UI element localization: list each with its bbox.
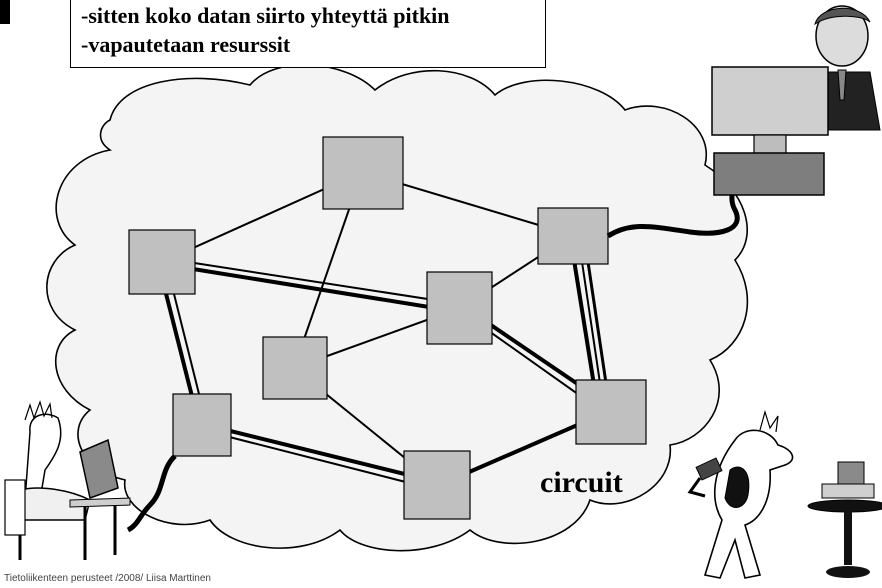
network-node [426, 271, 493, 345]
network-node [262, 336, 328, 400]
circuit-n1-n4-a [161, 257, 461, 305]
cartoon-bird-phone-icon [687, 409, 794, 579]
circuit-n1-n4-b [161, 262, 461, 314]
small-computer-icon [807, 461, 882, 578]
cable-left-computer [126, 454, 177, 533]
desktop-computer-icon [711, 5, 881, 196]
bullet-text-box: -sitten koko datan siirto yhteyttä pitki… [70, 0, 546, 68]
network-node [537, 207, 609, 265]
circuit-n6-n8-b [201, 429, 438, 491]
network-node [322, 136, 404, 210]
bullet-line: -sitten koko datan siirto yhteyttä pitki… [81, 3, 450, 28]
network-node [172, 393, 232, 457]
slide-footer: Tietoliikenteen perusteet /2008/ Liisa M… [4, 573, 211, 584]
circuit-n6-n8-a [201, 422, 438, 484]
network-node [575, 379, 647, 445]
bullet-line: -vapautetaan resurssit [81, 32, 291, 57]
corner-mark [0, 0, 10, 24]
network-node [403, 450, 471, 520]
circuit-label: circuit [540, 466, 623, 499]
person-at-computer-icon [4, 400, 131, 560]
network-node [128, 229, 196, 295]
